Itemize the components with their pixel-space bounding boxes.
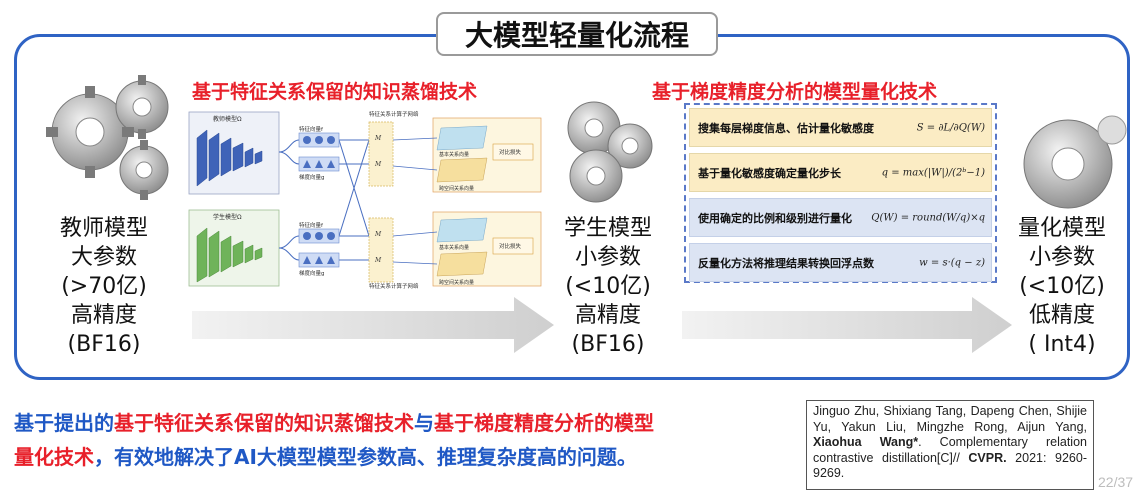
student-gears-icon: [567, 101, 653, 203]
summary-distillation: 基于特征关系保留的知识蒸馏技术: [114, 411, 414, 435]
summary-text: 基于提出的基于特征关系保留的知识蒸馏技术与基于梯度精度分析的模型量化技术，有效地…: [14, 406, 794, 474]
quant-step-text: 反量化方法将推理结果转换回浮点数: [698, 256, 874, 270]
quantized-gears-icon: [1023, 115, 1127, 209]
teacher-to-student-arrow: [192, 297, 554, 353]
diagram-loss-bot: 对比损失: [499, 242, 522, 250]
quant-step-text: 使用确定的比例和级别进行量化: [698, 211, 852, 225]
summary-quantization-end: 量化技术: [14, 445, 94, 469]
student-model-info: 学生模型 小参数 (<10亿) 高精度 (BF16): [548, 214, 668, 359]
page-title: 大模型轻量化流程: [436, 12, 718, 56]
student-dtype: (BF16): [571, 332, 645, 357]
diagram-m-bot-2: M: [374, 257, 382, 264]
quant-step-formula: Q(W) = round(W/q)×q: [871, 212, 985, 223]
quant-step-row: 基于量化敏感度确定量化步长 q = max(|W|)/(2ᵇ−1): [689, 153, 992, 192]
diagram-feat-vec-bot: 特征向量f: [299, 221, 324, 229]
teacher-param-count: (>70亿): [61, 274, 147, 299]
summary-part: 基于提出的: [14, 411, 114, 435]
quant-step-text: 基于量化敏感度确定量化步长: [698, 166, 841, 180]
student-name: 学生模型: [563, 216, 652, 241]
quant-step-row: 反量化方法将推理结果转换回浮点数 w = s·(q − z): [689, 243, 992, 282]
summary-quantization: 基于梯度精度分析的模型: [434, 411, 654, 435]
diagram-m-bot-1: M: [374, 231, 382, 238]
quant-step-formula: q = max(|W|)/(2ᵇ−1): [881, 167, 985, 178]
teacher-dtype: (BF16): [67, 332, 141, 357]
distillation-section-title: 基于特征关系保留的知识蒸馏技术: [192, 81, 478, 103]
quantized-precision: 低精度: [1028, 303, 1095, 328]
quant-step-row: 使用确定的比例和级别进行量化 Q(W) = round(W/q)×q: [689, 198, 992, 237]
diagram-grad-vec-bot: 梯度向量g: [299, 269, 325, 277]
diagram-m-top-1: M: [374, 135, 382, 142]
quantization-steps-panel: 搜集每层梯度信息、估计量化敏感度 S = ∂L/∂Q(W) 基于量化敏感度确定量…: [684, 103, 997, 283]
quantization-section-title: 基于梯度精度分析的模型量化技术: [652, 81, 938, 103]
quantized-model-info: 量化模型 小参数 (<10亿) 低精度 ( Int4): [1002, 214, 1122, 359]
quantized-params: 小参数: [1028, 245, 1095, 270]
distillation-diagram: 教师模型Ω 学生模型Ω 特征向量f 梯度向量g 特征向量f 梯度向量g 特征关系…: [188, 110, 542, 290]
diagram-feat-vec-top: 特征向量f: [299, 125, 324, 133]
quantized-dtype: ( Int4): [1028, 332, 1096, 357]
student-to-quantized-arrow: [682, 297, 1012, 353]
quantized-param-count: (<10亿): [1019, 274, 1105, 299]
diagram-calc-top: 特征关系计算子网络: [369, 110, 419, 118]
teacher-params: 大参数: [70, 245, 137, 270]
diagram-grad-vec-top: 梯度向量g: [299, 173, 325, 181]
diagram-calc-bot: 特征关系计算子网络: [369, 282, 419, 290]
citation-box: Jinguo Zhu, Shixiang Tang, Dapeng Chen, …: [806, 400, 1094, 490]
summary-part: ，有效地解决了AI大模型模型参数高、推理复杂度高的问题。: [94, 445, 637, 469]
diagram-rel-top-1: 基本关系向量: [439, 151, 469, 158]
teacher-model-info: 教师模型 大参数 (>70亿) 高精度 (BF16): [44, 214, 164, 359]
quant-step-row: 搜集每层梯度信息、估计量化敏感度 S = ∂L/∂Q(W): [689, 108, 992, 147]
citation-pages: 2021: 9260-9269.: [813, 450, 1088, 481]
quant-step-formula: w = s·(q − z): [919, 257, 985, 268]
teacher-precision: 高精度: [70, 303, 137, 328]
citation-corresponding-author: Xiaohua Wang*: [813, 435, 919, 449]
diagram-rel-bot-2: 跨空间关系向量: [439, 279, 474, 286]
diagram-m-top-2: M: [374, 161, 382, 168]
diagram-loss-top: 对比损失: [499, 148, 522, 156]
diagram-rel-bot-1: 基本关系向量: [439, 244, 469, 251]
citation-venue: CVPR.: [968, 450, 1007, 465]
page-number: 22/37: [1098, 474, 1134, 490]
quant-step-text: 搜集每层梯度信息、估计量化敏感度: [698, 121, 874, 135]
quantized-name: 量化模型: [1017, 216, 1106, 241]
summary-part: 与: [414, 411, 434, 435]
diagram-student-label: 学生模型Ω: [213, 213, 242, 221]
student-params: 小参数: [574, 245, 641, 270]
diagram-teacher-label: 教师模型Ω: [213, 115, 242, 123]
citation-authors: Jinguo Zhu, Shixiang Tang, Dapeng Chen, …: [813, 404, 1087, 434]
student-precision: 高精度: [574, 303, 641, 328]
diagram-rel-top-2: 跨空间关系向量: [439, 185, 474, 192]
teacher-name: 教师模型: [59, 216, 148, 241]
quant-step-formula: S = ∂L/∂Q(W): [916, 122, 985, 133]
student-param-count: (<10亿): [565, 274, 651, 299]
citation-title: . Complementary relation contrastive dis…: [813, 435, 1087, 465]
teacher-gears-icon: [46, 75, 169, 200]
